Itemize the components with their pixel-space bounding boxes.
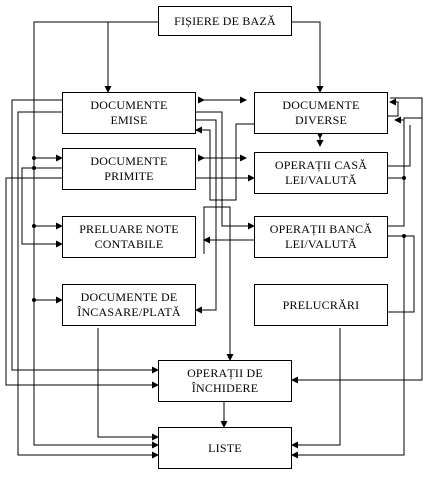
box-label-line: OPERAȚII BANCĂ — [269, 222, 373, 236]
junction-dot — [32, 156, 36, 160]
connector-right-loop-casa — [360, 97, 423, 179]
box-label-line: FIȘIERE DE BAZĂ — [174, 13, 276, 28]
box-label-line: CONTABILE — [94, 237, 164, 251]
connector-prelucrari-to-liste — [291, 328, 341, 449]
box-label-line: DIVERSE — [294, 113, 348, 127]
box-label-line: DOCUMENTE DE — [80, 290, 178, 304]
box-label-line: LEI/VALUTĂ — [285, 173, 357, 187]
connector-baza-to-diverse — [292, 21, 324, 93]
box-label-line: OPERAȚII CASĂ — [274, 158, 368, 172]
junction-dot — [32, 298, 36, 302]
box-label-line: EMISE — [110, 113, 148, 127]
junction-dot — [402, 234, 406, 238]
box-label-line: PRELUCRĂRI — [282, 297, 360, 312]
box-fisiere-de-baza: FIȘIERE DE BAZĂ — [158, 6, 292, 36]
connector-right-trunk-to-inchidere — [291, 98, 423, 384]
box-label-line: ÎNCASARE/PLATĂ — [77, 305, 181, 319]
connector-diverse-to-emise — [195, 123, 254, 201]
connector-emise-to-inchidere — [11, 99, 159, 374]
connector-emise-to-incasare — [195, 119, 217, 314]
box-prelucrari: PRELUCRĂRI — [254, 284, 388, 326]
connector-preluare-feed — [203, 206, 234, 361]
box-label-line: LISTE — [208, 440, 242, 455]
box-label-line: OPERAȚII DE — [187, 366, 263, 380]
box-liste: LISTE — [158, 427, 292, 469]
junction-dot — [32, 224, 36, 228]
connector-baza-left-trunk — [33, 21, 159, 449]
box-label-line: ÎNCHIDERE — [191, 381, 259, 395]
box-label-line: PRELUARE NOTE — [79, 222, 179, 236]
junction-dot — [402, 176, 406, 180]
connector-emise-to-liste — [17, 111, 159, 459]
connector-right-trunk-to-liste — [291, 236, 405, 459]
connector-loop-primite — [21, 167, 63, 248]
connector-incasare-to-liste — [97, 328, 159, 441]
connector-emise-to-banca — [196, 111, 255, 230]
connector-primite-to-inchidere — [5, 177, 159, 389]
box-label-line: DOCUMENTE — [282, 98, 360, 112]
box-label-line: LEI/VALUTĂ — [285, 237, 357, 251]
box-label-line: PRIMITE — [104, 169, 154, 183]
junction-dot — [32, 166, 36, 170]
box-label-line: DOCUMENTE — [90, 98, 168, 112]
box-label-line: DOCUMENTE — [90, 154, 168, 168]
